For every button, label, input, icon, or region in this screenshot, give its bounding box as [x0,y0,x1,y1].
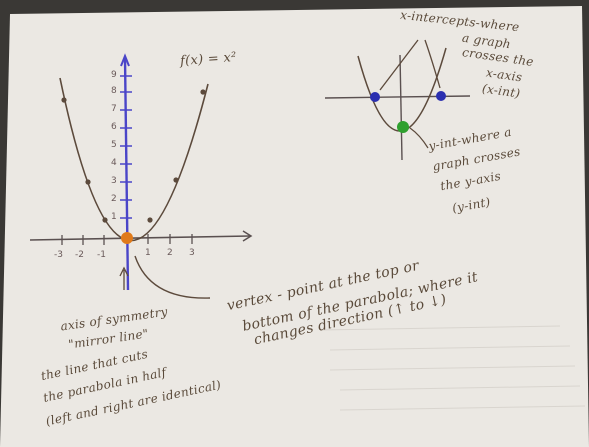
y-tick-label: 6 [111,122,117,132]
x-intercept-left [370,92,380,102]
y-tick-label: 9 [111,70,117,80]
small-y-axis [399,54,403,161]
y-tick-label: 8 [111,86,117,96]
x-tick-label: 2 [167,248,173,258]
x-tick-label: -3 [54,250,63,260]
y-tick-label: 1 [111,212,117,222]
y-tick-label: 4 [111,158,117,168]
y-tick-label: 2 [111,194,117,204]
y-axis-line [123,57,130,291]
y-intercept-point [397,121,409,133]
vertex-point [121,232,133,244]
x-tick-label: 3 [189,248,195,258]
paper-sheet [0,6,589,447]
x-tick-label: -1 [97,250,106,260]
y-tick-label: 7 [111,104,117,114]
y-tick-label: 5 [111,140,117,150]
x-tick-label: -2 [75,250,84,260]
x-tick-label: 1 [145,248,151,258]
y-tick-label: 3 [111,176,117,186]
x-intercept-right [436,91,446,101]
